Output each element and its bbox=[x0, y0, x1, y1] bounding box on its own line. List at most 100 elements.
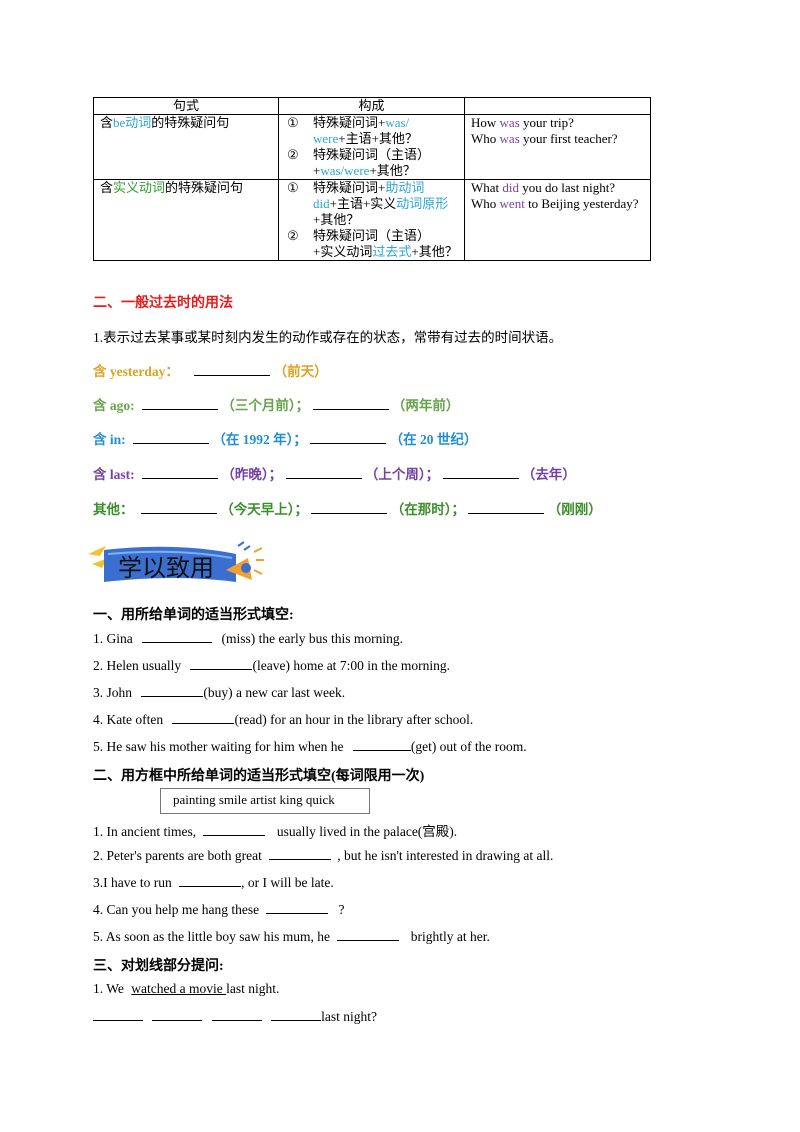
usage-hint: （三个月前）； bbox=[221, 398, 310, 413]
ex2-item: 3.I have to run , or I will be late. bbox=[93, 874, 334, 891]
pattern-text: 的特殊疑问句 bbox=[151, 115, 230, 130]
answer-blank[interactable] bbox=[172, 711, 235, 724]
item-text: brightly at her. bbox=[410, 929, 490, 944]
answer-blank[interactable] bbox=[468, 501, 545, 514]
answer-blank[interactable] bbox=[133, 431, 210, 444]
answer-blank[interactable] bbox=[203, 823, 266, 836]
grammar-table: 句式 构成 含be动词的特殊疑问句 ① 特殊疑问词+was/were+主语+其他… bbox=[93, 97, 651, 261]
ex2-item: 2. Peter's parents are both great , but … bbox=[93, 847, 553, 864]
answer-blank[interactable] bbox=[442, 466, 519, 479]
usage-label: 含 last: bbox=[93, 467, 135, 482]
structure-item: ② 特殊疑问词（主语）+was/were+其他？ bbox=[285, 147, 458, 179]
item-text: 特殊疑问词+was/were+主语+其他？ bbox=[313, 115, 418, 146]
section2-title: 二、一般过去时的用法 bbox=[93, 296, 233, 311]
item-text: ? bbox=[338, 902, 345, 917]
usage-line-in: 含 in: （在 1992 年）； （在 20 世纪） bbox=[93, 428, 477, 448]
item-text: , or I will be late. bbox=[241, 875, 334, 890]
answer-blank[interactable] bbox=[142, 466, 218, 479]
answer-blank[interactable] bbox=[179, 874, 242, 887]
item-text: 特殊疑问词（主语）+实义动词过去式+其他？ bbox=[313, 228, 458, 259]
answer-blank[interactable] bbox=[194, 363, 271, 376]
usage-hint: （在 1992 年）； bbox=[212, 432, 307, 447]
practice-banner: 学以致用 bbox=[86, 540, 266, 590]
ex1-item: 2. Helen usually (leave) home at 7:00 in… bbox=[93, 657, 450, 674]
usage-label: 含 ago: bbox=[93, 398, 135, 413]
ex1-item: 5. He saw his mother waiting for him whe… bbox=[93, 738, 527, 755]
item-text: 5. He saw his mother waiting for him whe… bbox=[93, 739, 344, 754]
answer-blank[interactable] bbox=[269, 847, 332, 860]
ex1-title: 一、用所给单词的适当形式填空: bbox=[93, 608, 294, 623]
usage-label: 含 in: bbox=[93, 432, 126, 447]
ex3-sentence: 1. We watched a movie last night. bbox=[93, 981, 279, 997]
ex2-item: 4. Can you help me hang these ? bbox=[93, 901, 344, 918]
example-line: Who went to Beijing yesterday? bbox=[471, 196, 639, 211]
item-text: 4. Can you help me hang these bbox=[93, 902, 260, 917]
answer-blank[interactable] bbox=[285, 466, 362, 479]
item-text: 1. In ancient times, bbox=[93, 824, 197, 839]
answer-blank[interactable] bbox=[142, 630, 213, 643]
usage-line-other: 其他： （今天早上）； （在那时）； （刚刚） bbox=[93, 498, 602, 518]
item-text: 2. Helen usually bbox=[93, 658, 182, 673]
pattern-text: 含 bbox=[100, 115, 114, 130]
item-text: (get) out of the room. bbox=[410, 739, 527, 754]
item-text: , but he isn't interested in drawing at … bbox=[337, 848, 554, 863]
answer-blank[interactable] bbox=[310, 431, 387, 444]
usage-label: 含 yesterday： bbox=[93, 364, 179, 379]
answer-blank[interactable] bbox=[266, 901, 329, 914]
ex1-item: 4. Kate often (read) for an hour in the … bbox=[93, 711, 473, 728]
answer-blank[interactable] bbox=[312, 397, 389, 410]
answer-blank[interactable] bbox=[271, 1008, 322, 1021]
usage-hint: （今天早上）； bbox=[220, 502, 308, 517]
answer-blank[interactable] bbox=[211, 1008, 262, 1021]
item-text: (read) for an hour in the library after … bbox=[234, 712, 474, 727]
usage-line-last: 含 last: （昨晚）； （上个周）； （去年） bbox=[93, 463, 576, 483]
item-text: usually lived in the palace(宫殿). bbox=[276, 824, 458, 839]
usage-hint: （去年） bbox=[521, 467, 576, 482]
ex3-answer-line: last night? bbox=[93, 1008, 377, 1025]
answer-blank[interactable] bbox=[141, 684, 204, 697]
pattern-text: 的特殊疑问句 bbox=[165, 180, 244, 195]
answer-blank[interactable] bbox=[190, 657, 253, 670]
word-box: painting smile artist king quick bbox=[160, 788, 370, 814]
usage-line-yesterday: 含 yesterday： （前天） bbox=[93, 360, 328, 380]
item-text: last night. bbox=[226, 981, 280, 996]
header-pattern: 句式 bbox=[93, 97, 279, 115]
banner-title: 学以致用 bbox=[118, 554, 214, 582]
table-row-be: 含be动词的特殊疑问句 ① 特殊疑问词+was/were+主语+其他？ ② 特殊… bbox=[93, 114, 651, 180]
item-text: 特殊疑问词（主语）+was/were+其他？ bbox=[313, 147, 431, 178]
pattern-cell: 含实义动词的特殊疑问句 bbox=[93, 179, 279, 261]
item-text: last night? bbox=[321, 1009, 377, 1024]
underlined-phrase: watched a movie bbox=[131, 981, 227, 996]
item-text: (buy) a new car last week. bbox=[203, 685, 346, 700]
answer-blank[interactable] bbox=[311, 501, 388, 514]
usage-label: 其他： bbox=[93, 502, 134, 517]
answer-blank[interactable] bbox=[93, 1008, 143, 1021]
pattern-key: be动词 bbox=[113, 115, 152, 130]
usage-hint: （在那时）； bbox=[390, 502, 465, 517]
usage-hint: （两年前） bbox=[391, 398, 460, 413]
item-text: 2. Peter's parents are both great bbox=[93, 848, 262, 863]
item-text: (leave) home at 7:00 in the morning. bbox=[252, 658, 451, 673]
answer-blank[interactable] bbox=[337, 928, 400, 941]
ex2-item: 1. In ancient times, usually lived in th… bbox=[93, 820, 457, 840]
item-text: 1. We bbox=[93, 981, 128, 996]
pattern-text: 含 bbox=[100, 180, 114, 195]
answer-blank[interactable] bbox=[142, 397, 218, 410]
answer-blank[interactable] bbox=[352, 738, 411, 751]
structure-item: ② 特殊疑问词（主语）+实义动词过去式+其他？ bbox=[285, 228, 458, 260]
structure-cell: ① 特殊疑问词+was/were+主语+其他？ ② 特殊疑问词（主语）+was/… bbox=[278, 114, 465, 180]
usage-hint: （刚刚） bbox=[547, 502, 602, 517]
item-text: 4. Kate often bbox=[93, 712, 164, 727]
item-number: ① bbox=[287, 115, 299, 130]
answer-blank[interactable] bbox=[140, 501, 217, 514]
answer-blank[interactable] bbox=[152, 1008, 203, 1021]
pattern-cell: 含be动词的特殊疑问句 bbox=[93, 114, 279, 180]
ex1-item: 1. Gina (miss) the early bus this mornin… bbox=[93, 630, 403, 647]
example-line: How was your trip? bbox=[471, 115, 574, 130]
item-number: ① bbox=[287, 180, 299, 195]
section2-description: 1.表示过去某事或某时刻内发生的动作或存在的状态，常带有过去的时间状语。 bbox=[93, 330, 563, 345]
